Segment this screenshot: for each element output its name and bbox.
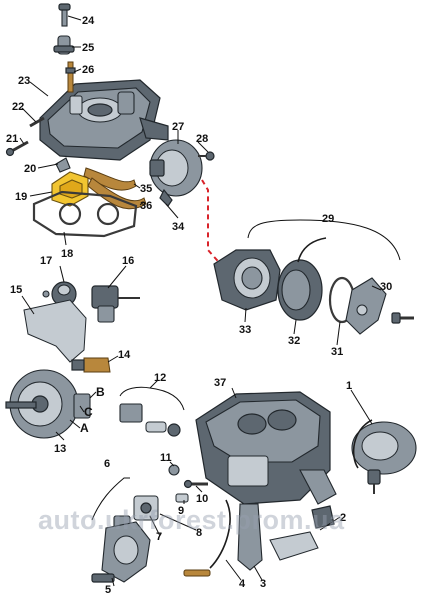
- callout-21: 21: [6, 133, 18, 145]
- callout-30: 30: [380, 281, 392, 293]
- callout-14: 14: [118, 349, 131, 361]
- part-2-link: [269, 505, 335, 561]
- part-21-screw: [5, 140, 29, 157]
- callout-A: A: [80, 421, 89, 435]
- part-7-membrane: [133, 495, 159, 521]
- part-19-insulator: [51, 171, 89, 207]
- callout-3: 3: [260, 578, 266, 590]
- callout-1: 1: [346, 380, 352, 392]
- callout-37: 37: [214, 377, 226, 389]
- callout-labels: 1 2 3 4 5 6 7 8 9 10 11 12 13 14 15 16 1…: [6, 15, 392, 596]
- callout-31: 31: [331, 346, 343, 358]
- part-13-diaphragm: [5, 369, 91, 439]
- part-15-bracket: [23, 299, 87, 363]
- part-9-spring: [175, 493, 189, 503]
- part-4-sensor: [183, 499, 231, 577]
- callout-35: 35: [140, 183, 152, 195]
- bracket-6: [91, 477, 130, 521]
- callout-26: 26: [82, 64, 94, 76]
- callout-33: 33: [239, 324, 251, 336]
- connector-dashed-line: [201, 179, 225, 269]
- part-32-heater: [277, 237, 327, 321]
- callout-17: 17: [40, 255, 52, 267]
- callout-27: 27: [172, 121, 184, 133]
- callout-4: 4: [239, 578, 246, 590]
- part-20-clip: [55, 157, 71, 173]
- callout-28: 28: [196, 133, 208, 145]
- part-5-pump-cover: [91, 521, 151, 583]
- part-11-spring: [168, 464, 180, 476]
- callout-25: 25: [82, 42, 94, 54]
- callout-11: 11: [160, 452, 172, 464]
- callout-20: 20: [24, 163, 36, 175]
- callout-2: 2: [340, 512, 346, 524]
- part-14-sensor: [71, 357, 111, 373]
- callout-36: 36: [140, 200, 152, 212]
- part-28-screw: [198, 151, 215, 161]
- callout-29: 29: [322, 213, 334, 225]
- part-30-bolt: [391, 312, 414, 324]
- part-18-gasket: [32, 190, 138, 238]
- part-25-valve: [53, 35, 75, 55]
- callout-10: 10: [196, 493, 208, 505]
- callout-34: 34: [172, 221, 185, 233]
- callout-6: 6: [104, 458, 110, 470]
- callout-16: 16: [122, 255, 134, 267]
- bracket-29: [247, 219, 401, 261]
- part-37-main-body: [195, 391, 337, 505]
- callout-C: C: [84, 405, 93, 419]
- callout-15: 15: [10, 284, 22, 296]
- callout-8: 8: [196, 527, 202, 539]
- callout-B: B: [96, 385, 105, 399]
- part-30-cover: [345, 277, 387, 335]
- leader-lines: [19, 15, 382, 587]
- part-12-lever: [119, 403, 181, 437]
- callout-22: 22: [12, 101, 24, 113]
- callout-7: 7: [156, 531, 162, 543]
- callout-13: 13: [54, 443, 66, 455]
- part-1-actuator: [351, 419, 417, 494]
- callout-9: 9: [178, 505, 184, 517]
- part-26-rod: [65, 61, 76, 93]
- part-24-screw: [58, 3, 71, 27]
- part-3-lever: [237, 503, 263, 571]
- part-33-housing: [213, 249, 281, 311]
- callout-5: 5: [105, 584, 111, 596]
- callout-23: 23: [18, 75, 30, 87]
- upper-carburettor-cover: [39, 79, 169, 161]
- part-22-screw: [29, 116, 45, 128]
- part-27-vacuum-unit: [149, 139, 203, 197]
- part-16-solenoid: [91, 285, 140, 323]
- callout-24: 24: [82, 15, 95, 27]
- callout-19: 19: [15, 191, 27, 203]
- callout-12: 12: [154, 372, 166, 384]
- part-10-screw: [183, 479, 208, 489]
- callout-32: 32: [288, 335, 300, 347]
- callout-18: 18: [61, 248, 73, 260]
